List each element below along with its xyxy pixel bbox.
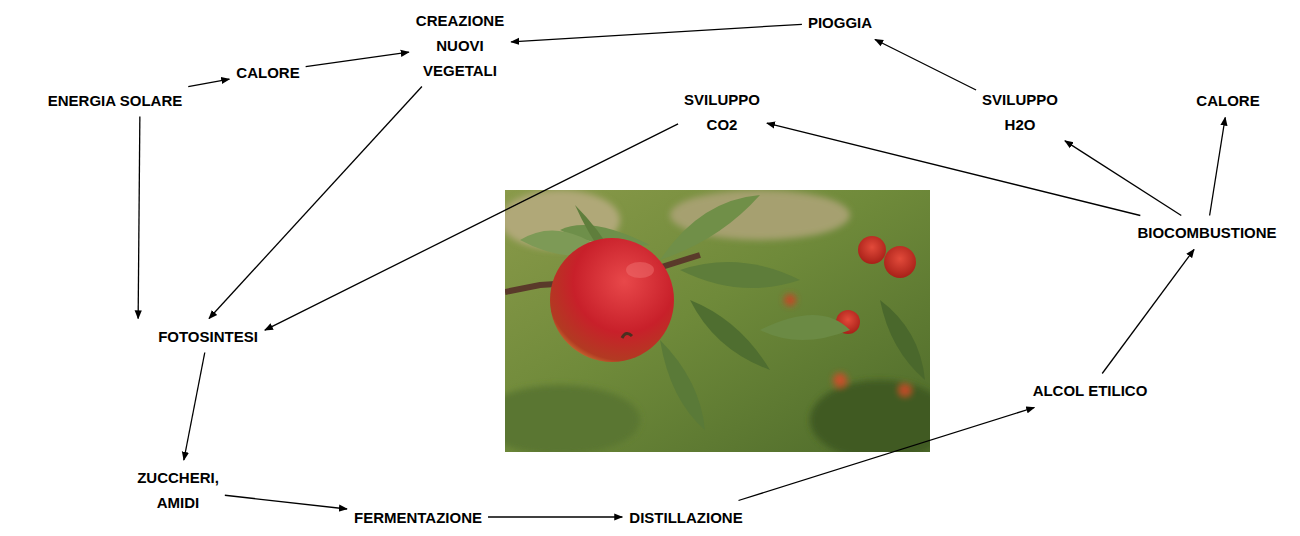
- step-label: CALORE: [236, 60, 299, 85]
- cycle-arrow: [1065, 141, 1181, 216]
- step-label: ENERGIA SOLARE: [48, 88, 182, 113]
- cycle-step: ALCOL ETILICO: [1030, 377, 1151, 404]
- small-apple: [884, 246, 916, 278]
- step-label: CALORE: [1196, 88, 1259, 113]
- small-apple: [858, 236, 886, 264]
- step-label: DISTILLAZIONE: [629, 505, 742, 530]
- cycle-arrow: [488, 516, 622, 517]
- cycle-step: FERMENTAZIONE: [351, 504, 485, 531]
- cycle-arrow: [188, 79, 229, 87]
- cycle-arrow: [209, 87, 422, 319]
- cycle-step: PIOGGIA: [805, 9, 875, 36]
- cycle-step: SVILUPPO H2O: [979, 86, 1061, 138]
- leaf: [880, 300, 925, 380]
- step-label: ZUCCHERI, AMIDI: [137, 465, 219, 515]
- leaf: [690, 300, 770, 370]
- cycle-arrow: [265, 124, 678, 330]
- cycle-step: CALORE: [1193, 87, 1262, 114]
- cycle-arrow: [138, 117, 140, 319]
- cycle-step: DISTILLAZIONE: [626, 504, 745, 531]
- cycle-step: BIOCOMBUSTIONE: [1134, 219, 1279, 246]
- step-label: SVILUPPO CO2: [684, 87, 760, 137]
- cycle-arrow: [511, 24, 802, 42]
- cycle-arrow: [1102, 250, 1194, 374]
- leaf: [680, 262, 800, 288]
- cycle-arrow: [738, 408, 1034, 501]
- step-label: ALCOL ETILICO: [1033, 378, 1148, 403]
- far-apple: [899, 384, 911, 396]
- cycle-arrow: [184, 353, 205, 461]
- step-label: BIOCOMBUSTIONE: [1137, 220, 1276, 245]
- step-label: CREAZIONE NUOVI VEGETALI: [416, 8, 504, 83]
- cycle-step: SVILUPPO CO2: [681, 86, 763, 138]
- cycle-step: FOTOSINTESI: [155, 323, 261, 350]
- leaf: [660, 340, 705, 430]
- leaf: [760, 315, 850, 340]
- cycle-arrow: [875, 40, 976, 91]
- step-label: PIOGGIA: [808, 10, 872, 35]
- cycle-step: CREAZIONE NUOVI VEGETALI: [413, 7, 507, 84]
- blurred-orchard: [505, 190, 930, 452]
- cycle-arrow: [306, 52, 409, 67]
- photo-content: [505, 190, 930, 452]
- apple-calyx: [622, 333, 632, 338]
- apple: [550, 238, 674, 362]
- far-apple: [784, 294, 796, 306]
- foliage: [505, 385, 640, 452]
- foliage: [810, 380, 930, 452]
- step-label: FOTOSINTESI: [158, 324, 258, 349]
- apple-highlight: [626, 262, 654, 278]
- cycle-arrow: [767, 123, 1140, 215]
- cycle-step: ENERGIA SOLARE: [45, 87, 185, 114]
- cycle-arrow: [1210, 118, 1226, 216]
- leaf: [660, 195, 760, 260]
- step-label: FERMENTAZIONE: [354, 505, 482, 530]
- cycle-step: CALORE: [233, 59, 302, 86]
- step-label: SVILUPPO H2O: [982, 87, 1058, 137]
- cycle-step: ZUCCHERI, AMIDI: [134, 464, 222, 516]
- cycle-arrow: [225, 495, 347, 509]
- far-apple: [833, 373, 847, 387]
